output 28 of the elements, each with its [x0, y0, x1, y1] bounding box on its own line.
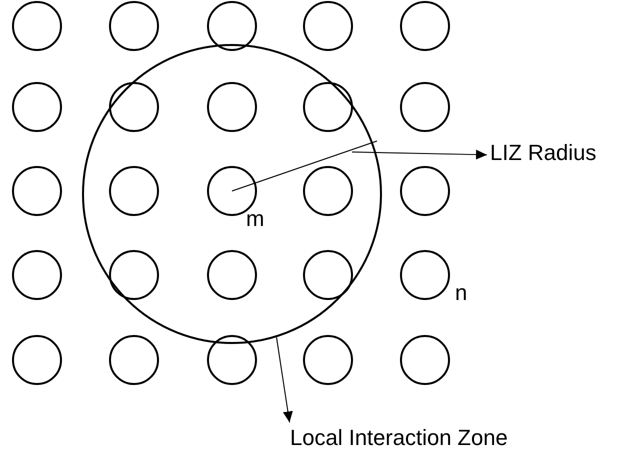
particle-circle	[109, 1, 159, 51]
arrow	[276, 336, 293, 423]
zone-label: Local Interaction Zone	[290, 425, 508, 452]
particle-circle	[303, 335, 353, 385]
particle-circle	[109, 166, 159, 216]
particle-circle	[12, 335, 62, 385]
site-label: m	[246, 208, 264, 230]
particle-circle	[207, 1, 257, 51]
particle-circle	[12, 1, 62, 51]
particle-circle	[12, 82, 62, 132]
particle-circle	[400, 335, 450, 385]
arrow	[352, 150, 488, 160]
particle-circle	[400, 250, 450, 300]
particle-circle	[207, 250, 257, 300]
particle-circle	[12, 250, 62, 300]
site-label: n	[455, 282, 468, 304]
particle-circle	[303, 166, 353, 216]
particle-circle	[207, 335, 257, 385]
particle-circle	[207, 166, 257, 216]
particle-circle	[400, 166, 450, 216]
particle-circle	[400, 1, 450, 51]
radius-label: LIZ Radius	[490, 140, 596, 166]
particle-circle	[12, 166, 62, 216]
particle-circle	[207, 82, 257, 132]
particle-circle	[109, 335, 159, 385]
particle-circle	[303, 1, 353, 51]
particle-circle	[400, 82, 450, 132]
zone-circle	[82, 44, 382, 344]
